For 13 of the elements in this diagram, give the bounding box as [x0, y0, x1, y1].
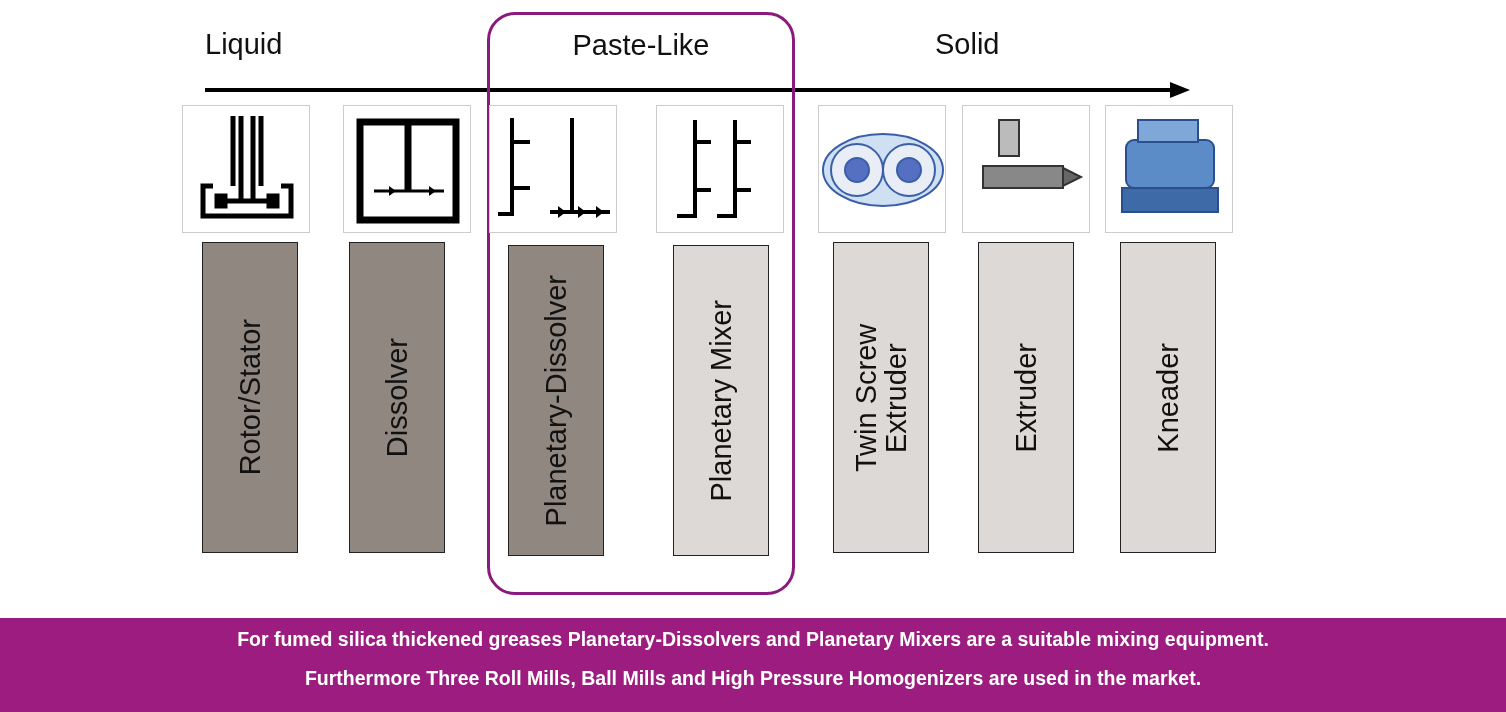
caption-text: Furthermore Three Roll Mills, Ball Mills and High Pressure Homogenizers are used in the market.: [303, 667, 1203, 690]
equipment-bar: Planetary-Dissolver: [508, 245, 604, 556]
caption-text: For fumed silica thickened greases Planetary-Dissolvers and Planetary Mixers are a suitable mixing equipment.: [236, 628, 1270, 651]
equipment-bar: Twin Screw Extruder: [833, 242, 929, 553]
equipment-bar: Planetary Mixer: [673, 245, 769, 556]
equipment-bar: Kneader: [1120, 242, 1216, 553]
equipment-bar: Dissolver: [349, 242, 445, 553]
phase-label: Solid: [935, 28, 1000, 61]
phase-label: Liquid: [205, 28, 283, 61]
equipment-bar: Rotor/Stator: [202, 242, 298, 553]
equipment-bar: Extruder: [978, 242, 1074, 553]
group-frame: [487, 12, 795, 595]
group-title: Paste-Like: [571, 29, 711, 62]
